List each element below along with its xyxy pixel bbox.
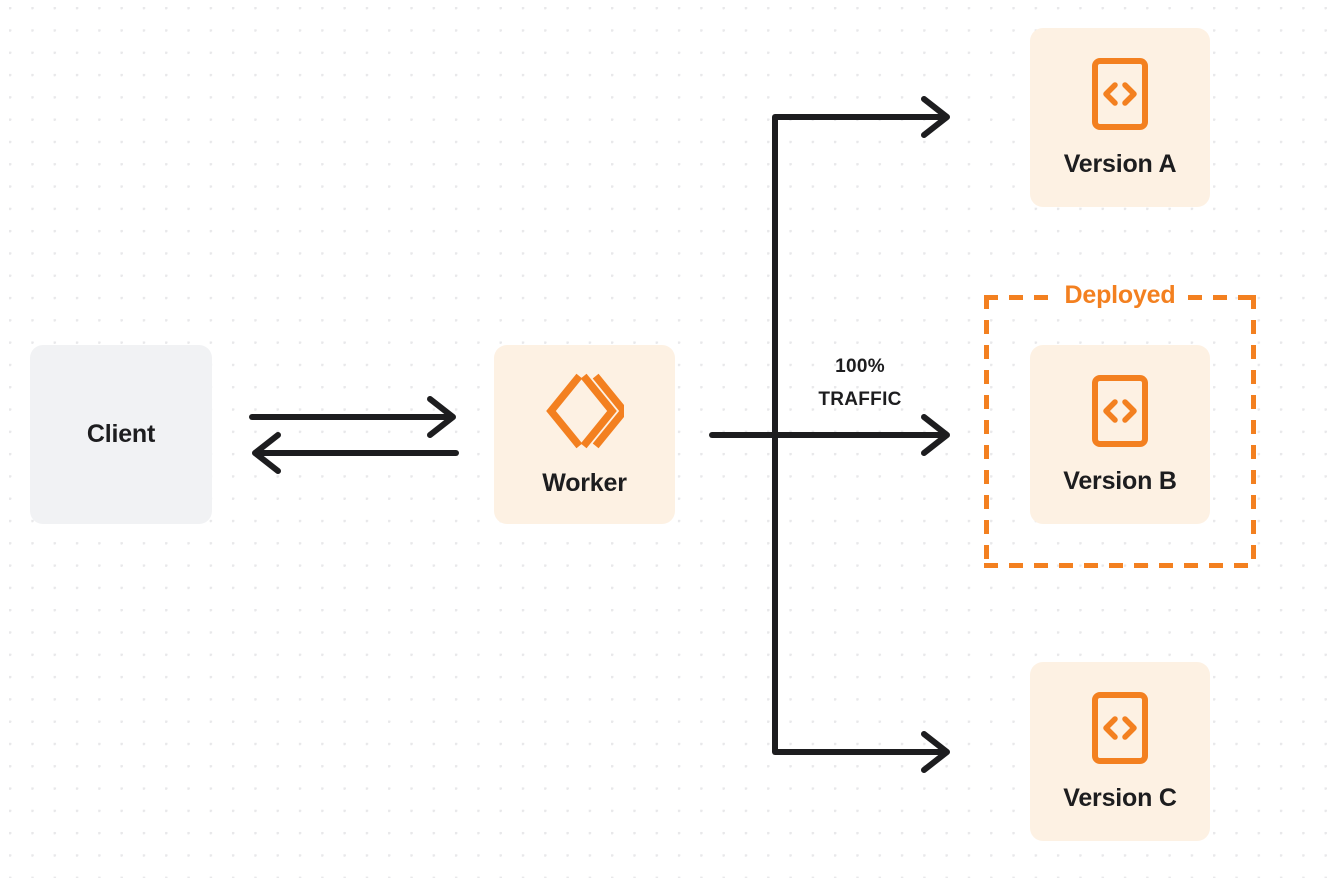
version-b-label: Version B xyxy=(1063,467,1177,495)
version-c-label: Version C xyxy=(1063,784,1177,812)
deployed-badge: Deployed xyxy=(1053,280,1187,312)
group-border-right xyxy=(1251,295,1256,568)
group-border-top-right xyxy=(1188,295,1256,300)
version-a-label: Version A xyxy=(1063,150,1177,178)
code-file-icon xyxy=(1092,58,1148,130)
worker-label: Worker xyxy=(542,469,627,497)
group-border-bottom xyxy=(984,563,1256,568)
arrow-client-to-worker xyxy=(249,396,456,438)
traffic-percent: 100% xyxy=(835,356,885,377)
group-border-top-left xyxy=(984,295,1052,300)
node-version-b[interactable]: Version B xyxy=(1030,345,1210,524)
arrow-trunk-to-version-c xyxy=(772,731,950,773)
group-border-left xyxy=(984,295,989,568)
deployed-group: Deployed xyxy=(984,280,1256,568)
node-client[interactable]: Client xyxy=(30,345,212,524)
node-version-c[interactable]: Version C xyxy=(1030,662,1210,841)
client-label: Client xyxy=(86,420,156,448)
code-file-icon xyxy=(1092,692,1148,764)
arrow-trunk-to-version-a xyxy=(772,96,950,138)
arrow-worker-to-version-b xyxy=(709,414,950,456)
arrow-worker-to-client xyxy=(252,432,459,474)
code-file-icon xyxy=(1092,375,1148,447)
node-worker[interactable]: Worker xyxy=(494,345,675,524)
traffic-label: 100% TRAFFIC xyxy=(790,350,930,417)
cloudflare-workers-logo-icon xyxy=(545,373,624,449)
traffic-word: TRAFFIC xyxy=(818,389,902,411)
node-version-a[interactable]: Version A xyxy=(1030,28,1210,207)
